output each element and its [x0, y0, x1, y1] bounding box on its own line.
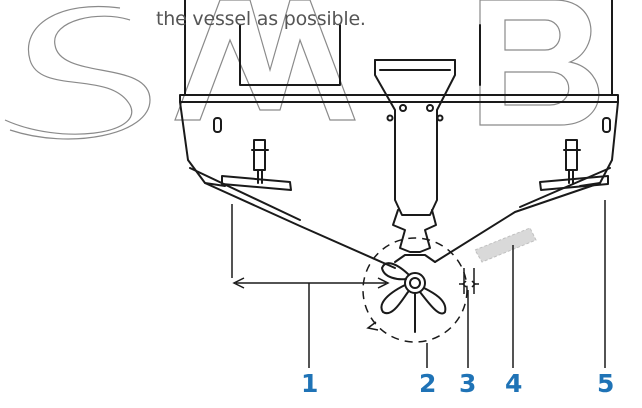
callout-4: 4: [505, 369, 523, 398]
callout-2: 2: [419, 369, 437, 398]
callout-3: 3: [459, 369, 477, 398]
rotation-arrow: [366, 321, 379, 331]
callout-5: 5: [597, 369, 615, 398]
caption-text: the vessel as possible.: [156, 8, 366, 30]
boat-stern: [179, 0, 619, 333]
dimension-lines: [231, 200, 606, 368]
prop-rotation-circle: [362, 237, 468, 343]
transducer-location-mark: [474, 227, 537, 263]
callout-1: 1: [301, 369, 319, 398]
watermark-logo: [4, 0, 600, 140]
